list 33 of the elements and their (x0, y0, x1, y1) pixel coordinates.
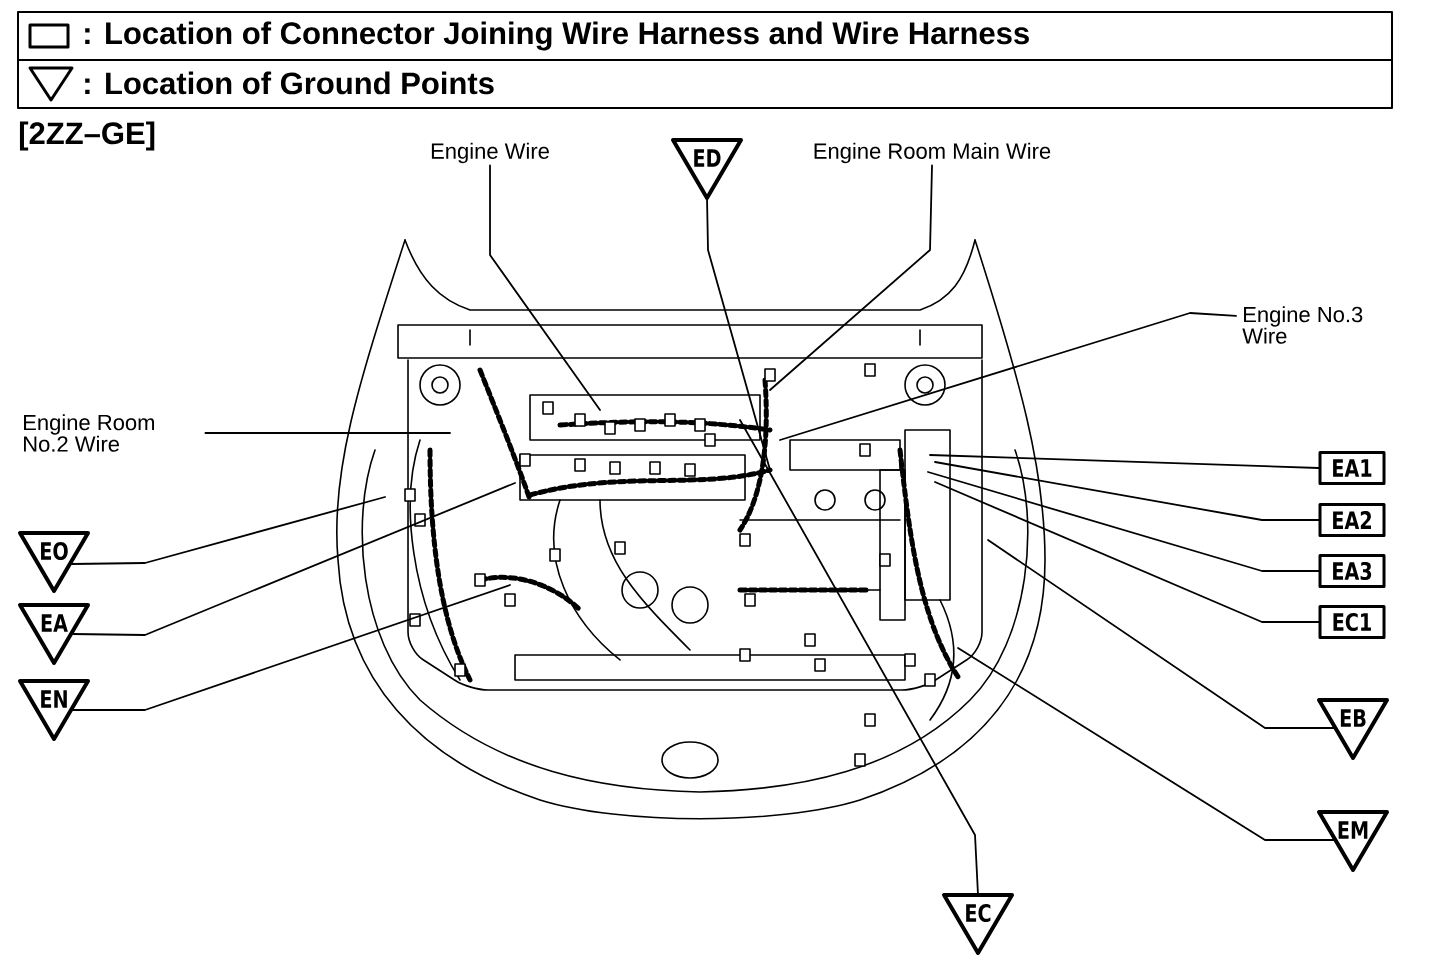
connector-box: EA3 (1318, 554, 1386, 588)
ground-triangle: EM (1317, 810, 1389, 872)
wire-label: Engine Room No.2 Wire (24, 414, 154, 452)
ground-triangle: ED (671, 138, 743, 200)
title: [2ZZ–GE] (19, 121, 155, 151)
wire-label: Engine Wire (431, 142, 549, 164)
ground-triangle: EC (942, 893, 1014, 955)
leader-line (987, 539, 1335, 729)
connector-box: EC1 (1318, 605, 1386, 639)
leader-line (927, 471, 1320, 572)
leader-line (71, 584, 511, 711)
ground-triangle: EA (18, 603, 90, 665)
leader-line (739, 419, 979, 896)
wire-label: Engine Room Main Wire (814, 142, 1051, 164)
leader-line (769, 164, 933, 391)
leader-line (929, 454, 1320, 469)
connector-box: EA2 (1318, 503, 1386, 537)
leader-line (204, 432, 451, 434)
leader-line (934, 481, 1320, 623)
leader-line (71, 482, 516, 636)
ground-triangle: EB (1317, 698, 1389, 760)
ground-triangle: EO (18, 531, 90, 593)
leader-line (957, 647, 1335, 841)
wire-label: Engine No.3 Wire (1242, 306, 1363, 344)
leader-line (934, 461, 1320, 521)
leader-line (779, 312, 1237, 441)
connector-box: EA1 (1318, 451, 1386, 485)
legend-text: : Location of Connector Joining Wire Harness and Wire Harness (85, 21, 1029, 51)
legend-text: : Location of Ground Points (85, 71, 494, 95)
leader-line (706, 197, 771, 471)
leader-line (71, 496, 386, 565)
leader-line (489, 164, 601, 411)
ground-triangle: EN (18, 679, 90, 741)
